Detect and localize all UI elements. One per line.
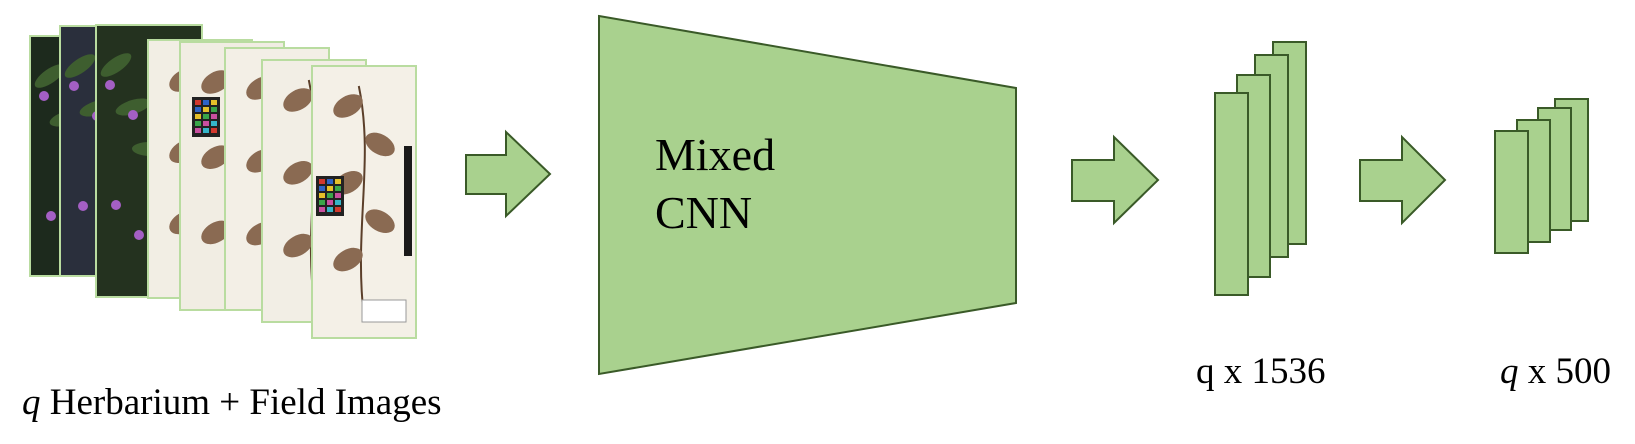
feature-stack-1536	[1214, 41, 1307, 296]
input-images-label: q Herbarium + Field Images	[22, 381, 442, 424]
input-image-stack	[29, 24, 417, 339]
feature-stack-500	[1494, 98, 1589, 254]
mixed-cnn-block	[598, 14, 1017, 376]
herbarium-image-5	[311, 65, 417, 339]
arrow-to-features-1536	[1071, 134, 1160, 226]
feature-map-1	[1214, 92, 1249, 296]
input-var: q	[22, 382, 41, 423]
features-500-dim: x 500	[1518, 351, 1611, 392]
cnn-label-line1: Mixed	[655, 129, 776, 180]
cnn-label-line2: CNN	[655, 187, 753, 238]
features-1536-var: q	[1196, 351, 1215, 392]
input-label-text: Herbarium + Field Images	[40, 382, 442, 423]
arrow-to-cnn	[465, 129, 552, 219]
features-500-var: q	[1500, 351, 1519, 392]
embedding-map-1	[1494, 130, 1529, 254]
arrow-to-features-500	[1359, 134, 1447, 226]
features-500-label: q x 500	[1500, 350, 1611, 393]
features-1536-label: q x 1536	[1196, 350, 1326, 393]
features-1536-dim: x 1536	[1214, 351, 1326, 392]
